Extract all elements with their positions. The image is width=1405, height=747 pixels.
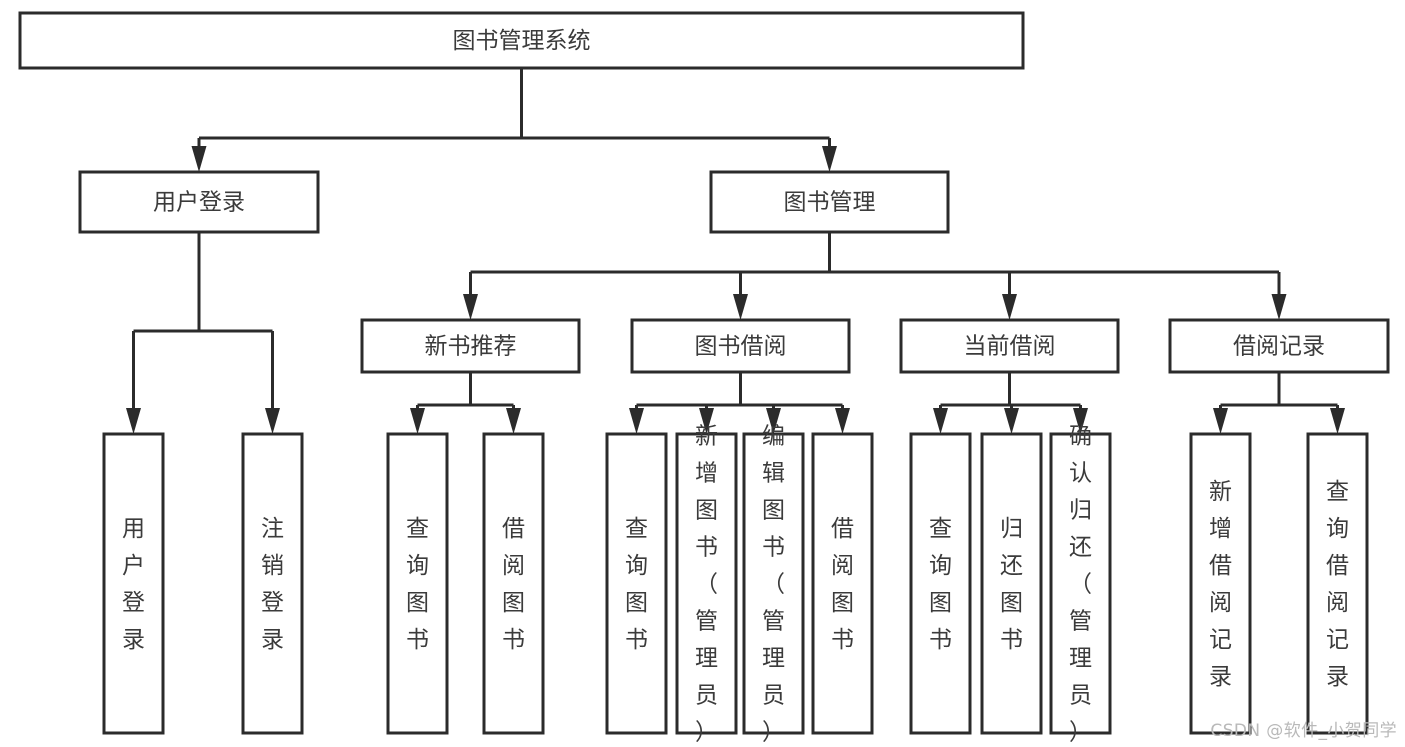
node-level2-新书推荐[interactable]: 新书推荐 xyxy=(360,318,581,374)
node-leaf-编辑图书管理员[interactable]: 编辑图书（管理员） xyxy=(742,424,805,746)
node-level2-图书借阅[interactable]: 图书借阅 xyxy=(630,318,851,374)
node-label: 图书借阅 xyxy=(695,334,787,360)
node-leaf-查询图书[interactable]: 查询图书 xyxy=(386,432,449,735)
node-leaf-注销登录[interactable]: 注销登录 xyxy=(241,432,304,735)
node-level1-用户登录[interactable]: 用户登录 xyxy=(78,170,320,234)
node-label: 借阅记录 xyxy=(1233,334,1325,360)
node-box-rect xyxy=(18,11,1025,70)
node-label: 借阅图书 xyxy=(831,516,854,653)
node-leaf-用户登录[interactable]: 用户登录 xyxy=(102,432,165,735)
node-label: 当前借阅 xyxy=(964,334,1056,360)
arrow-head-icon xyxy=(506,408,521,434)
node-label: 图书管理系统 xyxy=(453,28,591,54)
node-box-rect xyxy=(386,432,449,735)
arrow-head-icon xyxy=(822,146,837,172)
node-leaf-借阅图书[interactable]: 借阅图书 xyxy=(811,432,874,735)
node-box-rect xyxy=(605,432,668,735)
node-box-rect xyxy=(630,318,851,374)
node-leaf-借阅图书[interactable]: 借阅图书 xyxy=(482,432,545,735)
arrow-head-icon xyxy=(1073,408,1088,434)
node-leaf-查询图书[interactable]: 查询图书 xyxy=(605,432,668,735)
node-label: 借阅图书 xyxy=(502,516,525,653)
node-box-rect xyxy=(1168,318,1390,374)
node-leaf-查询借阅记录[interactable]: 查询借阅记录 xyxy=(1306,432,1369,735)
node-label: 归还图书 xyxy=(1000,516,1023,653)
node-label: 注销登录 xyxy=(261,516,284,653)
node-root-图书管理系统[interactable]: 图书管理系统 xyxy=(18,11,1025,70)
node-label: 图书管理 xyxy=(784,190,876,216)
arrow-head-icon xyxy=(1271,294,1287,320)
node-label: 查询图书 xyxy=(929,516,952,653)
node-box-rect xyxy=(78,170,320,234)
node-box-rect xyxy=(742,432,805,735)
node-box-rect xyxy=(709,170,950,234)
arrow-head-icon xyxy=(933,408,948,434)
node-label: 用户登录 xyxy=(153,190,245,216)
arrow-head-icon xyxy=(1330,408,1345,434)
arrow-head-icon xyxy=(265,408,280,434)
arrow-head-icon xyxy=(629,408,644,434)
node-leaf-确认归还管理员[interactable]: 确认归还（管理员） xyxy=(1049,424,1112,746)
node-label: 新增借阅记录 xyxy=(1209,479,1232,690)
arrow-head-icon xyxy=(699,408,714,434)
node-label: 编辑图书（管理员） xyxy=(762,424,785,746)
node-box-rect xyxy=(675,432,738,735)
node-box-rect xyxy=(899,318,1120,374)
boxes-layer: 图书管理系统用户登录用户登录注销登录图书管理新书推荐查询图书借阅图书图书借阅查询… xyxy=(18,11,1390,746)
node-leaf-新增借阅记录[interactable]: 新增借阅记录 xyxy=(1189,432,1252,735)
arrow-head-icon xyxy=(766,408,781,434)
arrow-head-icon xyxy=(1213,408,1228,434)
node-label: 确认归还（管理员） xyxy=(1069,424,1092,746)
node-box-rect xyxy=(980,432,1043,735)
arrow-head-icon xyxy=(191,146,207,172)
arrow-head-icon xyxy=(126,408,141,434)
node-label: 用户登录 xyxy=(122,516,145,653)
node-label: 新书推荐 xyxy=(425,334,517,360)
connectors-layer xyxy=(126,68,1345,434)
node-level2-借阅记录[interactable]: 借阅记录 xyxy=(1168,318,1390,374)
node-label: 新增图书（管理员） xyxy=(695,424,718,746)
node-label: 查询图书 xyxy=(406,516,429,653)
arrow-head-icon xyxy=(1002,294,1017,320)
arrow-head-icon xyxy=(1004,408,1019,434)
node-box-rect xyxy=(909,432,972,735)
node-box-rect xyxy=(1306,432,1369,735)
node-leaf-新增图书管理员[interactable]: 新增图书（管理员） xyxy=(675,424,738,746)
node-box-rect xyxy=(811,432,874,735)
node-box-rect xyxy=(482,432,545,735)
node-level1-图书管理[interactable]: 图书管理 xyxy=(709,170,950,234)
arrow-head-icon xyxy=(733,294,748,320)
node-leaf-归还图书[interactable]: 归还图书 xyxy=(980,432,1043,735)
node-box-rect xyxy=(1049,432,1112,735)
arrow-head-icon xyxy=(410,408,425,434)
arrow-head-icon xyxy=(463,294,478,320)
node-label: 查询图书 xyxy=(625,516,648,653)
node-box-rect xyxy=(360,318,581,374)
arrow-head-icon xyxy=(835,408,850,434)
node-level2-当前借阅[interactable]: 当前借阅 xyxy=(899,318,1120,374)
node-label: 查询借阅记录 xyxy=(1326,479,1349,690)
node-box-rect xyxy=(241,432,304,735)
node-leaf-查询图书[interactable]: 查询图书 xyxy=(909,432,972,735)
node-box-rect xyxy=(102,432,165,735)
node-box-rect xyxy=(1189,432,1252,735)
csdn-watermark: CSDN @软件_小贺同学 xyxy=(1210,721,1397,741)
